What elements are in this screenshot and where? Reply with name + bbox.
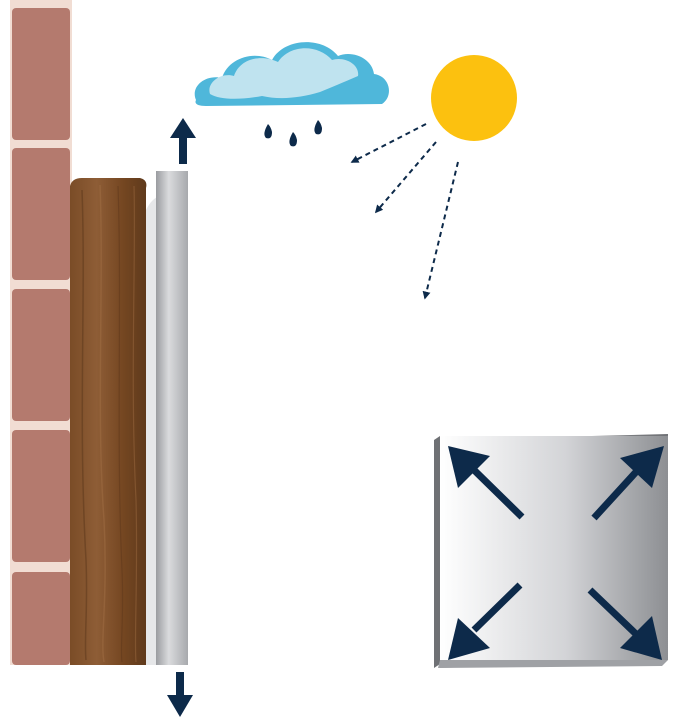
arrow-bottom-right [587,587,639,637]
sun-ray-left [350,123,427,163]
brick-wall-icon [10,0,72,665]
raindrop-icon [289,132,297,147]
raindrop-icon [264,124,272,139]
expansion-arrows-icon [448,446,664,660]
arrow-top-right [591,469,639,521]
metal-cladding-icon [146,171,188,665]
sun-ray-icon [350,123,459,300]
rain-cloud-icon [194,42,389,147]
down-arrow-icon [167,672,193,717]
up-arrow-icon [170,118,196,164]
raindrop-icon [314,120,322,135]
sun-ray-middle [374,141,437,214]
arrow-top-left [471,467,525,520]
wood-board-icon [70,178,147,665]
arrow-bottom-left [471,582,523,633]
sun-ray-down [422,161,459,300]
sun-icon [431,55,517,141]
